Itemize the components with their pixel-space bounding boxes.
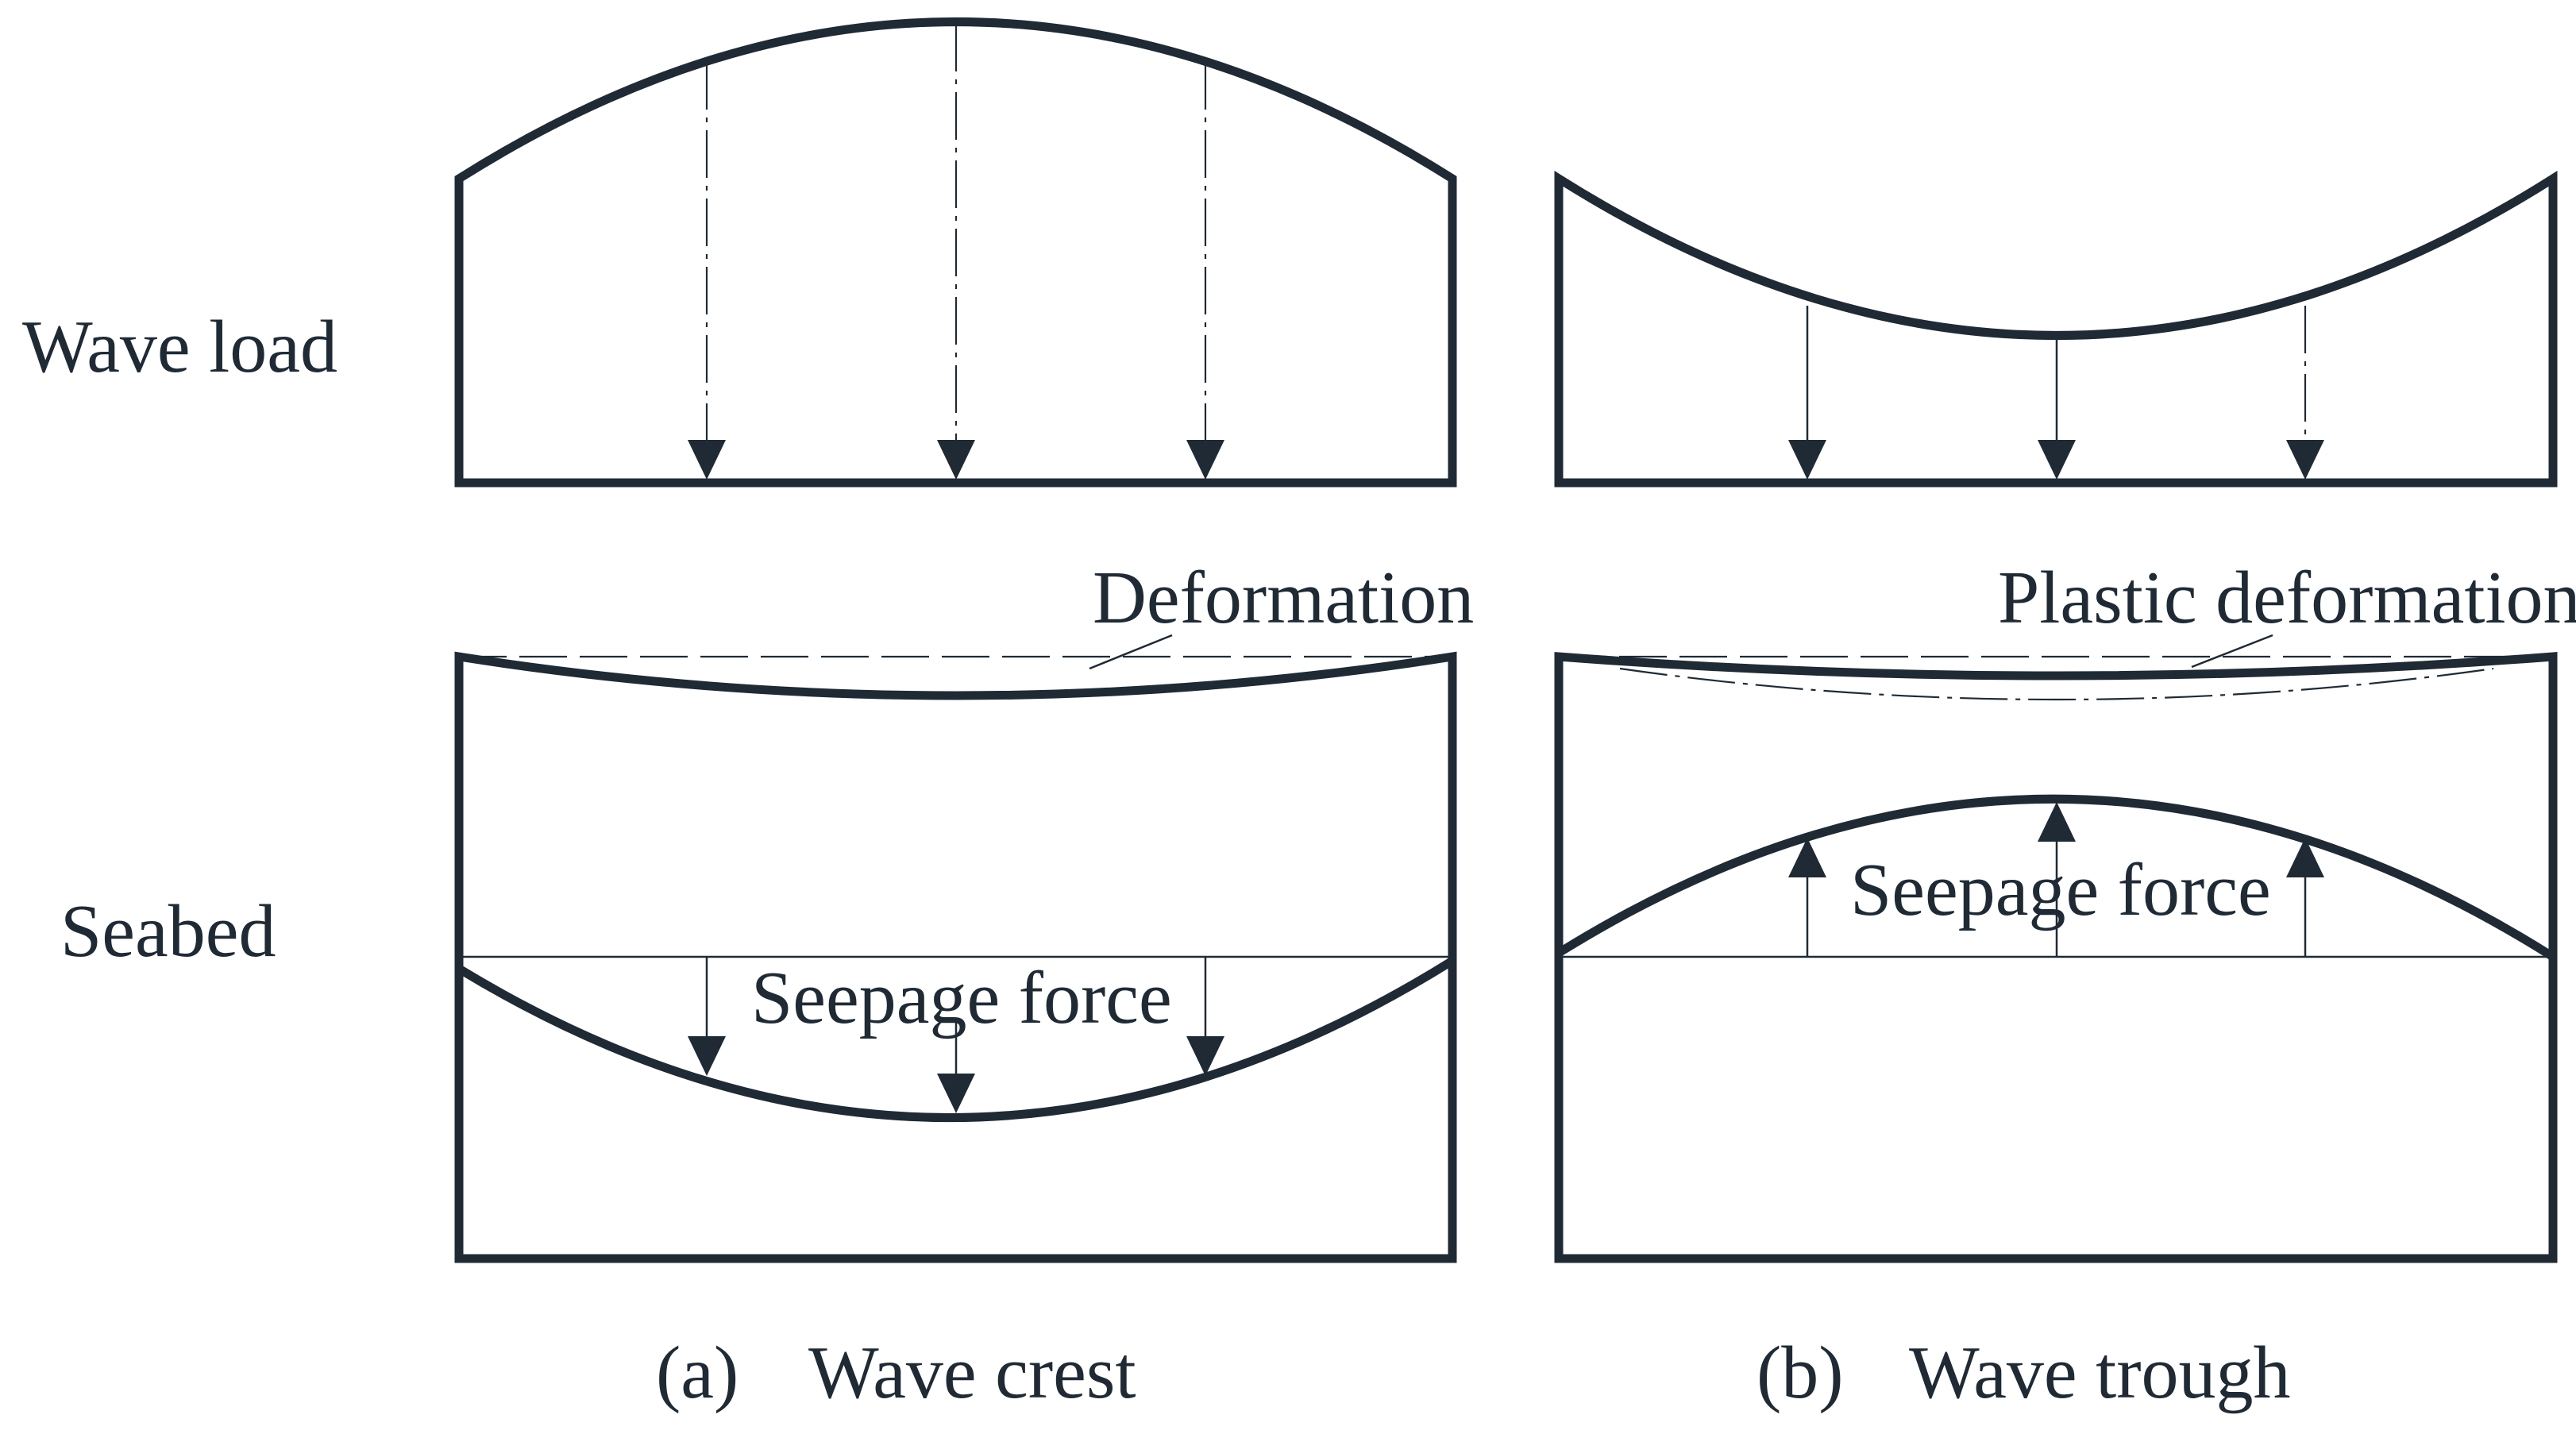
crest-seepage-label: Seepage force — [751, 957, 1172, 1039]
crest-load-arrowhead-center — [937, 440, 975, 480]
trough-seepage-arrowhead-center — [2038, 802, 2076, 842]
trough-deformed-reference — [1619, 667, 2494, 701]
trough-wave-load-panel — [1554, 171, 2558, 488]
trough-deformation-label: Plastic deformation — [1998, 557, 2576, 639]
crest-seepage-arrowhead-right — [1186, 1036, 1224, 1076]
trough-deformation-leader — [2191, 634, 2273, 669]
trough-load-arrowhead-right — [2286, 440, 2324, 480]
trough-caption-letter: (b) — [1757, 1332, 1844, 1414]
trough-load-arrowhead-left — [1788, 440, 1826, 480]
trough-seepage-arrowhead-left — [1788, 838, 1826, 877]
crest-seepage-curve — [457, 957, 1455, 1122]
crest-seabed-panel: Deformation Seepage force — [454, 557, 1474, 1263]
crest-caption-title: Wave crest — [808, 1332, 1136, 1414]
crest-seepage-arrowhead-center — [937, 1074, 975, 1113]
crest-seabed-box — [454, 651, 1457, 1263]
trough-seepage-label: Seepage force — [1850, 849, 2271, 931]
trough-seepage-curve — [1556, 794, 2555, 961]
crest-deformation-leader — [1089, 634, 1173, 670]
seabed-row-label: Seabed — [60, 890, 276, 973]
crest-deformation-label: Deformation — [1093, 557, 1474, 639]
crest-seepage-arrowhead-left — [688, 1036, 726, 1076]
crest-caption-letter: (a) — [656, 1332, 738, 1414]
trough-seabed-box — [1554, 652, 2558, 1263]
trough-wave-profile — [1554, 171, 2558, 488]
crest-load-arrowhead-right — [1186, 440, 1224, 480]
crest-wave-profile — [454, 17, 1457, 488]
crest-wave-load-panel — [454, 17, 1457, 488]
trough-seabed-panel: Plastic deformation Seepage force — [1554, 557, 2576, 1263]
wave-load-row-label: Wave load — [22, 306, 337, 388]
trough-seepage-arrowhead-right — [2286, 838, 2324, 877]
trough-load-arrowhead-center — [2038, 440, 2076, 480]
crest-load-arrowhead-left — [688, 440, 726, 480]
trough-caption-title: Wave trough — [1909, 1332, 2291, 1414]
